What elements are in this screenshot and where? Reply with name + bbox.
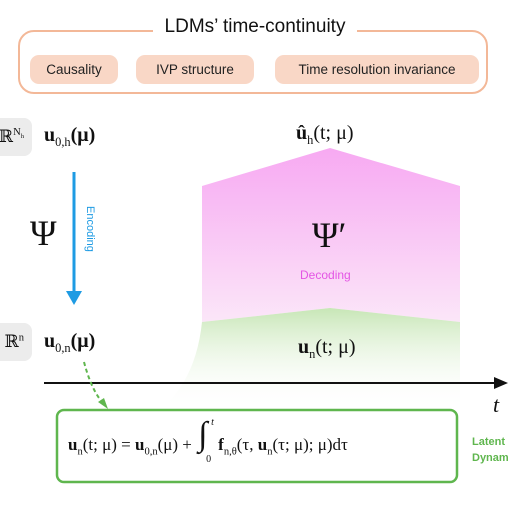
encoding-arrowhead [66, 291, 82, 305]
continuity-title: LDMs’ time-continuity [0, 16, 510, 38]
pill-causality: Causality [30, 55, 118, 84]
full-state-label: u0,h(μ) [44, 124, 96, 149]
pill-ivp-structure: IVP structure [136, 55, 254, 84]
encoding-label: Encoding [84, 206, 96, 252]
pill-time-resolution: Time resolution invariance [275, 55, 479, 84]
decoder-symbol: Ψ′ [312, 215, 347, 255]
time-axis-arrowhead [494, 377, 508, 389]
decoding-label: Decoding [300, 268, 351, 282]
encoder-symbol: Ψ [30, 213, 57, 253]
time-axis-label: t [493, 392, 500, 417]
latent-shape [160, 308, 460, 410]
decoder-shape [202, 148, 460, 322]
latent-space-tab: ℝn [0, 323, 32, 361]
latent-state-label: u0,n(μ) [44, 330, 96, 355]
full-space-tab: ℝNh [0, 118, 32, 156]
latent-trajectory-label: un(t; μ) [298, 336, 356, 361]
ivp-box [55, 408, 459, 484]
ic-connector-head [98, 398, 108, 409]
reconstruction-label: ûh(t; μ) [296, 122, 354, 147]
